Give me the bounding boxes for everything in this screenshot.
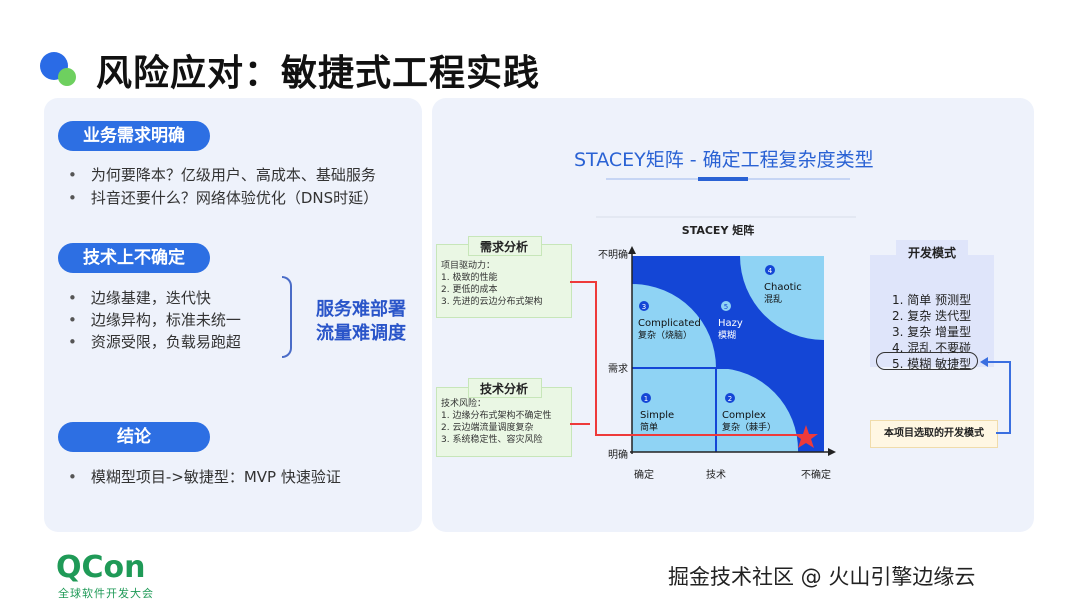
tech-title: 技术分析: [479, 382, 528, 396]
title-dot-green: [58, 68, 76, 86]
quadrant-simple: [632, 368, 716, 452]
page-title: 风险应对：敏捷式工程实践: [96, 53, 541, 94]
emphasis-line: 流量难调度: [316, 323, 406, 344]
brace: [282, 276, 292, 358]
list-item: 为何要降本？亿级用户、高成本、基础服务: [68, 164, 378, 187]
badge-3-num: 3: [642, 303, 646, 311]
tech-lines: 技术风险： 1. 边缘分布式架构不确定性 2. 云边端流量调度复杂 3. 系统稳…: [441, 398, 551, 446]
demand-line: 2. 更低的成本: [441, 285, 498, 295]
demand-arrow: [570, 281, 800, 436]
list-item: 1. 简单 预测型: [892, 293, 972, 307]
demand-title: 需求分析: [479, 240, 528, 254]
emphasis-text: 服务难部署 流量难调度: [316, 298, 406, 346]
tech-bullets: 边缘基建，迭代快 边缘异构，标准未统一 资源受限，负载易跑超: [68, 287, 241, 353]
matrix-title: STACEY 矩阵: [682, 223, 754, 237]
list-item: 4. 混乱 不要碰: [892, 341, 972, 355]
x-axis-label: 技术: [706, 468, 726, 481]
tech-line: 1. 边缘分布式架构不确定性: [441, 411, 552, 421]
section-heading-conclusion: 结论: [58, 422, 210, 452]
dev-mode-box: [870, 255, 994, 367]
badge-5-num: 5: [724, 303, 728, 311]
list-item: 5. 模糊 敏捷型: [892, 357, 972, 371]
section-heading-tech: 技术上不确定: [58, 243, 210, 273]
quadrant-label-cn: 混乱: [764, 294, 782, 305]
list-item: 边缘异构，标准未统一: [68, 309, 241, 331]
badge-4: [765, 265, 775, 275]
quadrant-label-cn: 复杂（棘手）: [722, 421, 776, 433]
selection-arrow-head: [980, 357, 988, 367]
list-item: 2. 复杂 迭代型: [892, 309, 972, 323]
demand-line: 1. 极致的性能: [441, 273, 498, 283]
matrix-heading: STACEY矩阵 - 确定工程复杂度类型: [574, 149, 874, 171]
quadrant-chaotic: [740, 256, 824, 340]
tech-line: 2. 云边端流量调度复杂: [441, 423, 534, 433]
quadrant-label: Complex: [722, 410, 766, 421]
x-tick-left: 确定: [634, 468, 654, 481]
quadrant-label: Chaotic: [764, 282, 802, 293]
chosen-mode-label: 本项目选取的开发模式: [870, 420, 998, 448]
conclusion-bullets: 模糊型项目->敏捷型：MVP 快速验证: [68, 466, 341, 489]
dev-mode-title: 开发模式: [896, 240, 968, 266]
x-tick-right: 不确定: [801, 468, 831, 481]
list-item: 模糊型项目->敏捷型：MVP 快速验证: [68, 466, 341, 489]
star-icon: [794, 425, 818, 448]
y-tick-top: 不明确: [598, 248, 628, 261]
list-item: 边缘基建，迭代快: [68, 287, 241, 309]
quadrant-complex: [716, 368, 799, 452]
dev-mode-list: 1. 简单 预测型 2. 复杂 迭代型 3. 复杂 增量型 4. 混乱 不要碰 …: [892, 292, 971, 372]
demand-line: 3. 先进的云边分布式架构: [441, 297, 543, 307]
quadrant-label: Complicated: [638, 318, 701, 329]
tech-analysis-box: [436, 387, 572, 457]
badge-2: [725, 393, 735, 403]
heading-underline-accent: [698, 177, 748, 181]
y-tick-bottom: 明确: [608, 448, 628, 461]
quadrant-complicated: [632, 284, 716, 368]
qcon-logo: QCon: [56, 550, 146, 585]
quadrant-label-cn: 复杂（烧脑）: [638, 329, 692, 341]
demand-title-tab: [468, 236, 542, 256]
y-axis-arrow: [628, 246, 636, 254]
quadrant-label: Simple: [640, 410, 674, 421]
section-heading-business: 业务需求明确: [58, 121, 210, 151]
qcon-logo-subtitle: 全球软件开发大会: [58, 587, 154, 600]
tech-line: 技术风险：: [441, 399, 487, 409]
badge-3: [639, 301, 649, 311]
badge-4-num: 4: [768, 267, 773, 275]
quadrant-label-cn: 简单: [640, 421, 658, 433]
sheet-divider: [596, 216, 856, 218]
quadrant-label: Hazy: [718, 318, 743, 329]
watermark: 掘金技术社区 @ 火山引擎边缘云: [668, 565, 976, 589]
tech-title-tab: [468, 378, 542, 398]
quadrant-label-cn: 模糊: [718, 329, 736, 341]
selection-arrow: [980, 357, 1011, 434]
list-item: 抖音还要什么？网络体验优化（DNS时延）: [68, 187, 378, 210]
demand-line: 项目驱动力：: [441, 261, 496, 271]
selection-arrow-line: [986, 361, 1011, 434]
selected-mode-outline: [876, 352, 978, 370]
footer: [0, 540, 1080, 607]
list-item: 3. 复杂 增量型: [892, 325, 972, 339]
x-axis-arrow: [828, 448, 836, 456]
business-bullets: 为何要降本？亿级用户、高成本、基础服务 抖音还要什么？网络体验优化（DNS时延）: [68, 164, 378, 210]
badge-2-num: 2: [728, 395, 732, 403]
tech-line: 3. 系统稳定性、容灾风险: [441, 435, 543, 445]
emphasis-line: 服务难部署: [316, 299, 406, 320]
badge-5: [721, 301, 731, 311]
demand-lines: 项目驱动力： 1. 极致的性能 2. 更低的成本 3. 先进的云边分布式架构: [441, 260, 542, 308]
stacey-matrix: STACEY 矩阵 不明确 需求 明确 确定 技术 不确定 3 Complica…: [570, 223, 836, 481]
y-axis-label: 需求: [608, 363, 628, 375]
badge-1-num: 1: [644, 395, 648, 403]
badge-1: [641, 393, 651, 403]
list-item: 资源受限，负载易跑超: [68, 331, 241, 353]
